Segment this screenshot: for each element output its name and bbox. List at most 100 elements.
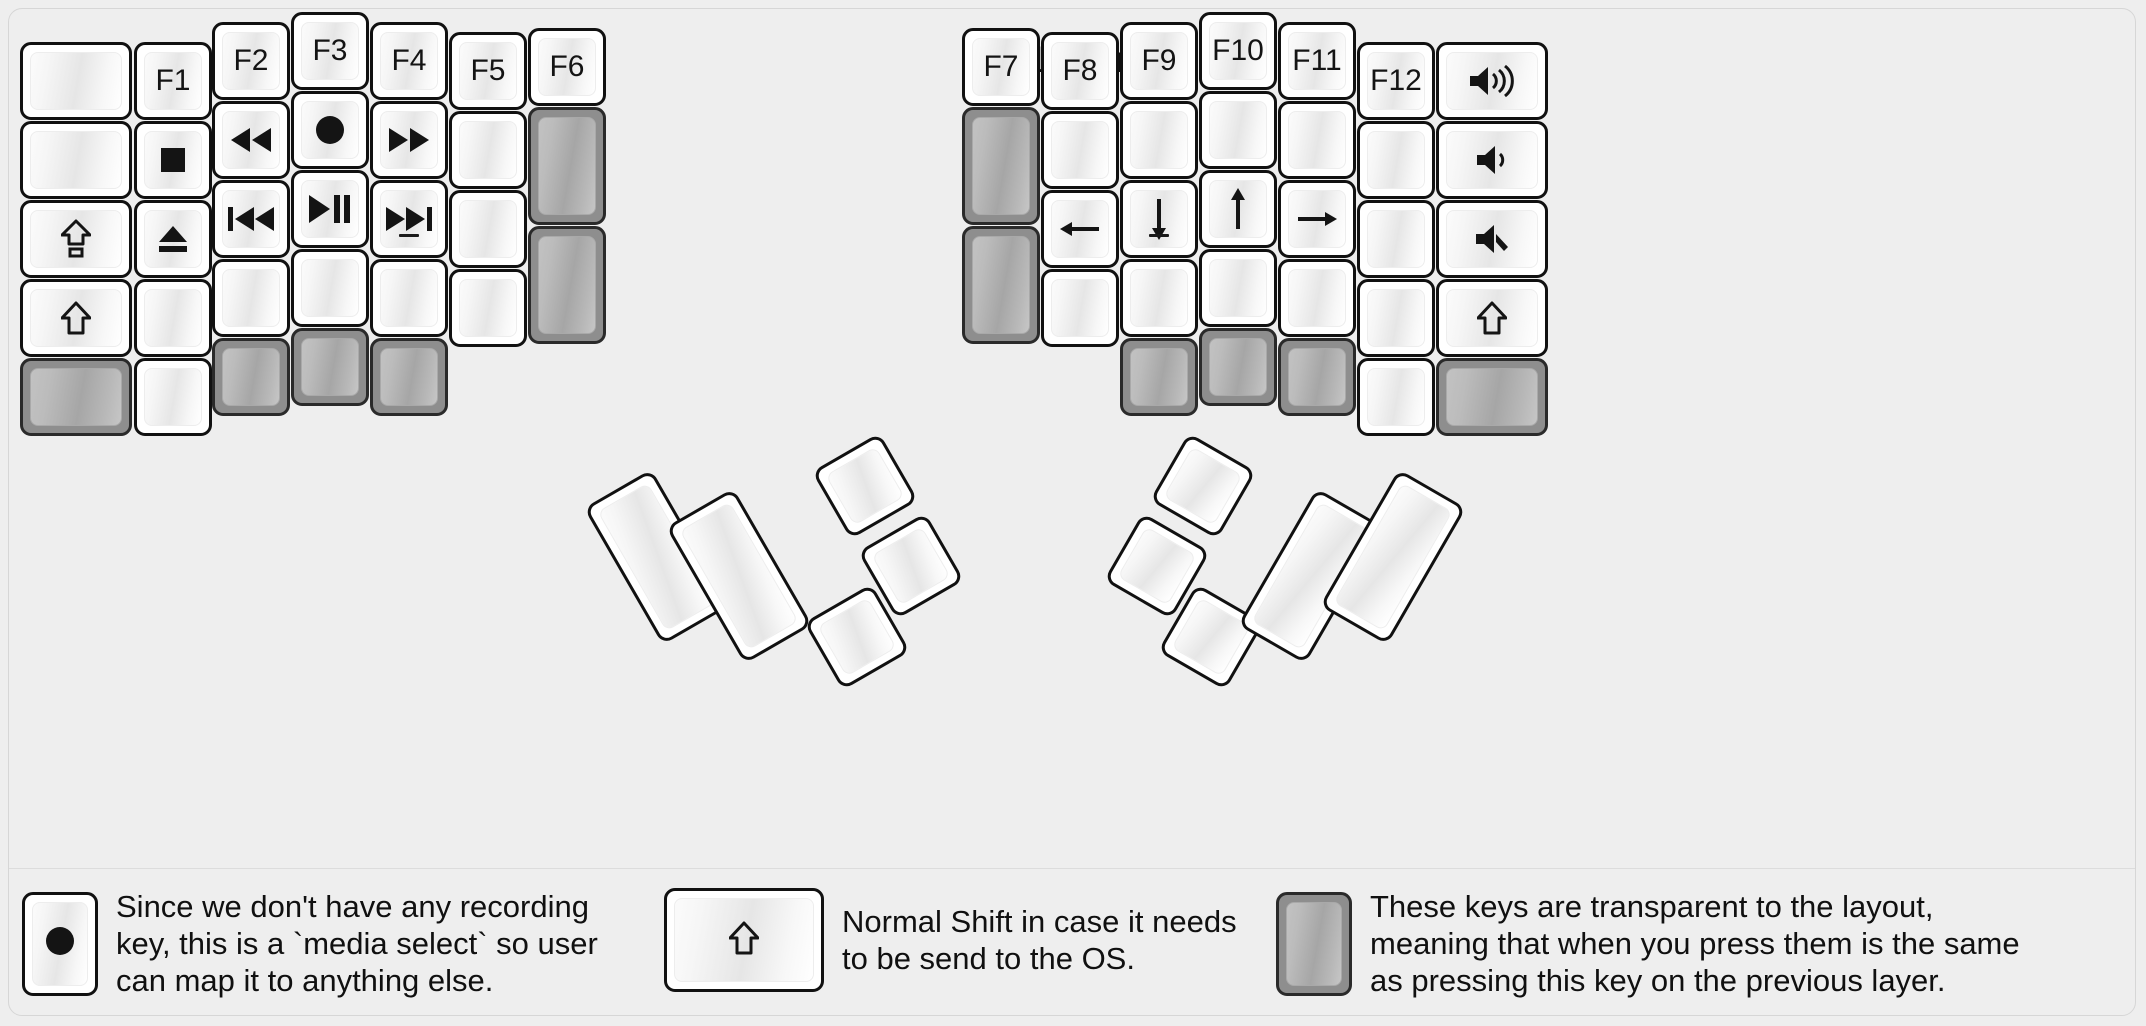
keycap-surface bbox=[380, 269, 438, 327]
key-right-pinky-outer-1-volume-down-icon[interactable] bbox=[1436, 121, 1548, 199]
key-right-index-0[interactable]: F9 bbox=[1120, 22, 1198, 100]
key-left-pinky-outer-0[interactable] bbox=[20, 42, 132, 120]
keycap-surface bbox=[1367, 131, 1425, 189]
key-left-ring-4[interactable] bbox=[212, 338, 290, 416]
key-right-pinky-inner-4[interactable] bbox=[1357, 358, 1435, 436]
key-right-index-inner-3[interactable] bbox=[1041, 269, 1119, 347]
homing-bar-icon bbox=[1149, 234, 1169, 237]
key-left-pinky-inner-2-media-eject-icon[interactable] bbox=[134, 200, 212, 278]
key-right-middle-0[interactable]: F10 bbox=[1199, 12, 1277, 90]
key-left-ring-0[interactable]: F2 bbox=[212, 22, 290, 100]
keycap-surface bbox=[1117, 526, 1197, 606]
key-right-pinky-outer-0-volume-up-icon[interactable] bbox=[1436, 42, 1548, 120]
key-right-pinky-outer-4[interactable] bbox=[1436, 358, 1548, 436]
key-right-middle-1[interactable] bbox=[1199, 91, 1277, 169]
keycap-surface bbox=[144, 131, 202, 189]
key-right-index-inner-2-arrow-left-icon[interactable] bbox=[1041, 190, 1119, 268]
legend-item-3: These keys are transparent to the layout… bbox=[1276, 888, 2020, 1000]
key-right-inner-extra-1[interactable] bbox=[962, 107, 1040, 225]
media-previous-track-icon bbox=[227, 206, 275, 232]
keycap-surface bbox=[30, 131, 122, 189]
key-left-pinky-outer-2-caps-lock-icon[interactable] bbox=[20, 200, 132, 278]
key-right-pinky-inner-3[interactable] bbox=[1357, 279, 1435, 357]
keycap-surface bbox=[1446, 368, 1538, 426]
key-left-ring-2-media-previous-track-icon[interactable] bbox=[212, 180, 290, 258]
keycap-surface: F10 bbox=[1209, 22, 1267, 80]
key-right-pinky-inner-1[interactable] bbox=[1357, 121, 1435, 199]
keycap-surface bbox=[871, 526, 951, 606]
key-left-middle-1-media-record-icon[interactable] bbox=[291, 91, 369, 169]
key-left-inner-extra-0[interactable]: F6 bbox=[528, 28, 606, 106]
key-right-middle-2-arrow-up-icon[interactable] bbox=[1199, 170, 1277, 248]
key-right-index-3[interactable] bbox=[1120, 259, 1198, 337]
key-left-middle-0[interactable]: F3 bbox=[291, 12, 369, 90]
legend-sample-key-1 bbox=[22, 891, 98, 996]
media-record-icon bbox=[45, 926, 75, 961]
key-right-index-1[interactable] bbox=[1120, 101, 1198, 179]
keycap-surface: F11 bbox=[1288, 32, 1346, 90]
keycap-surface bbox=[674, 898, 814, 982]
keycap-surface bbox=[301, 180, 359, 238]
key-left-index-inner-3[interactable] bbox=[449, 269, 527, 347]
key-right-ring-4[interactable] bbox=[1278, 338, 1356, 416]
keycap-surface bbox=[459, 200, 517, 258]
key-right-ring-3[interactable] bbox=[1278, 259, 1356, 337]
volume-up-icon bbox=[1468, 64, 1516, 98]
keycap-surface bbox=[459, 121, 517, 179]
key-right-index-2-arrow-down-icon[interactable] bbox=[1120, 180, 1198, 258]
legend-description-3: These keys are transparent to the layout… bbox=[1370, 889, 2020, 999]
key-left-pinky-inner-4[interactable] bbox=[134, 358, 212, 436]
key-left-middle-3[interactable] bbox=[291, 249, 369, 327]
key-right-pinky-outer-3-shift-icon[interactable] bbox=[1436, 279, 1548, 357]
keycap-surface bbox=[1130, 190, 1188, 248]
keycap-surface: F12 bbox=[1367, 52, 1425, 110]
key-left-middle-4[interactable] bbox=[291, 328, 369, 406]
key-left-pinky-outer-3-shift-icon[interactable] bbox=[20, 279, 132, 357]
key-left-pinky-outer-1[interactable] bbox=[20, 121, 132, 199]
keycap-surface bbox=[1367, 210, 1425, 268]
keycap-surface bbox=[1288, 269, 1346, 327]
key-left-index-inner-1[interactable] bbox=[449, 111, 527, 189]
key-right-pinky-inner-2[interactable] bbox=[1357, 200, 1435, 278]
key-left-ring-3[interactable] bbox=[212, 259, 290, 337]
keycap-surface bbox=[30, 368, 122, 426]
key-right-inner-extra-2[interactable] bbox=[962, 226, 1040, 344]
key-left-inner-extra-1[interactable] bbox=[528, 107, 606, 225]
key-right-ring-1[interactable] bbox=[1278, 101, 1356, 179]
key-left-index-3[interactable] bbox=[370, 259, 448, 337]
key-right-pinky-inner-0[interactable]: F12 bbox=[1357, 42, 1435, 120]
key-right-middle-3[interactable] bbox=[1199, 249, 1277, 327]
key-right-index-inner-1[interactable] bbox=[1041, 111, 1119, 189]
key-legend-text: F9 bbox=[1141, 44, 1177, 77]
key-left-middle-2-media-play-pause-icon[interactable] bbox=[291, 170, 369, 248]
keycap-surface: F9 bbox=[1130, 32, 1188, 90]
key-left-pinky-inner-1-media-stop-icon[interactable] bbox=[134, 121, 212, 199]
keycap-surface bbox=[1209, 180, 1267, 238]
key-left-pinky-inner-3[interactable] bbox=[134, 279, 212, 357]
keycap-surface bbox=[301, 101, 359, 159]
key-left-ring-1-media-rewind-icon[interactable] bbox=[212, 101, 290, 179]
key-right-pinky-outer-2-volume-mute-icon[interactable] bbox=[1436, 200, 1548, 278]
key-right-index-inner-0[interactable]: F8 bbox=[1041, 32, 1119, 110]
key-left-index-2-media-next-track-icon[interactable] bbox=[370, 180, 448, 258]
keycap-surface bbox=[1446, 210, 1538, 268]
key-right-middle-4[interactable] bbox=[1199, 328, 1277, 406]
keycap-surface bbox=[1446, 131, 1538, 189]
key-right-ring-2-arrow-right-icon[interactable] bbox=[1278, 180, 1356, 258]
key-right-ring-0[interactable]: F11 bbox=[1278, 22, 1356, 100]
key-right-index-4[interactable] bbox=[1120, 338, 1198, 416]
key-left-index-1-media-fast-forward-icon[interactable] bbox=[370, 101, 448, 179]
keycap-surface bbox=[1163, 446, 1243, 526]
key-left-pinky-outer-4[interactable] bbox=[20, 358, 132, 436]
key-left-index-0[interactable]: F4 bbox=[370, 22, 448, 100]
legend-item-2: Normal Shift in case it needs to be send… bbox=[664, 888, 1237, 992]
key-left-index-inner-0[interactable]: F5 bbox=[449, 32, 527, 110]
key-left-index-inner-2[interactable] bbox=[449, 190, 527, 268]
key-left-pinky-inner-0[interactable]: F1 bbox=[134, 42, 212, 120]
key-left-index-4[interactable] bbox=[370, 338, 448, 416]
key-right-inner-extra-0[interactable]: F7 bbox=[962, 28, 1040, 106]
key-left-inner-extra-2[interactable] bbox=[528, 226, 606, 344]
legend-description-1: Since we don't have any recording key, t… bbox=[116, 889, 598, 999]
keycap-surface bbox=[1209, 338, 1267, 396]
keycap-surface bbox=[1130, 269, 1188, 327]
